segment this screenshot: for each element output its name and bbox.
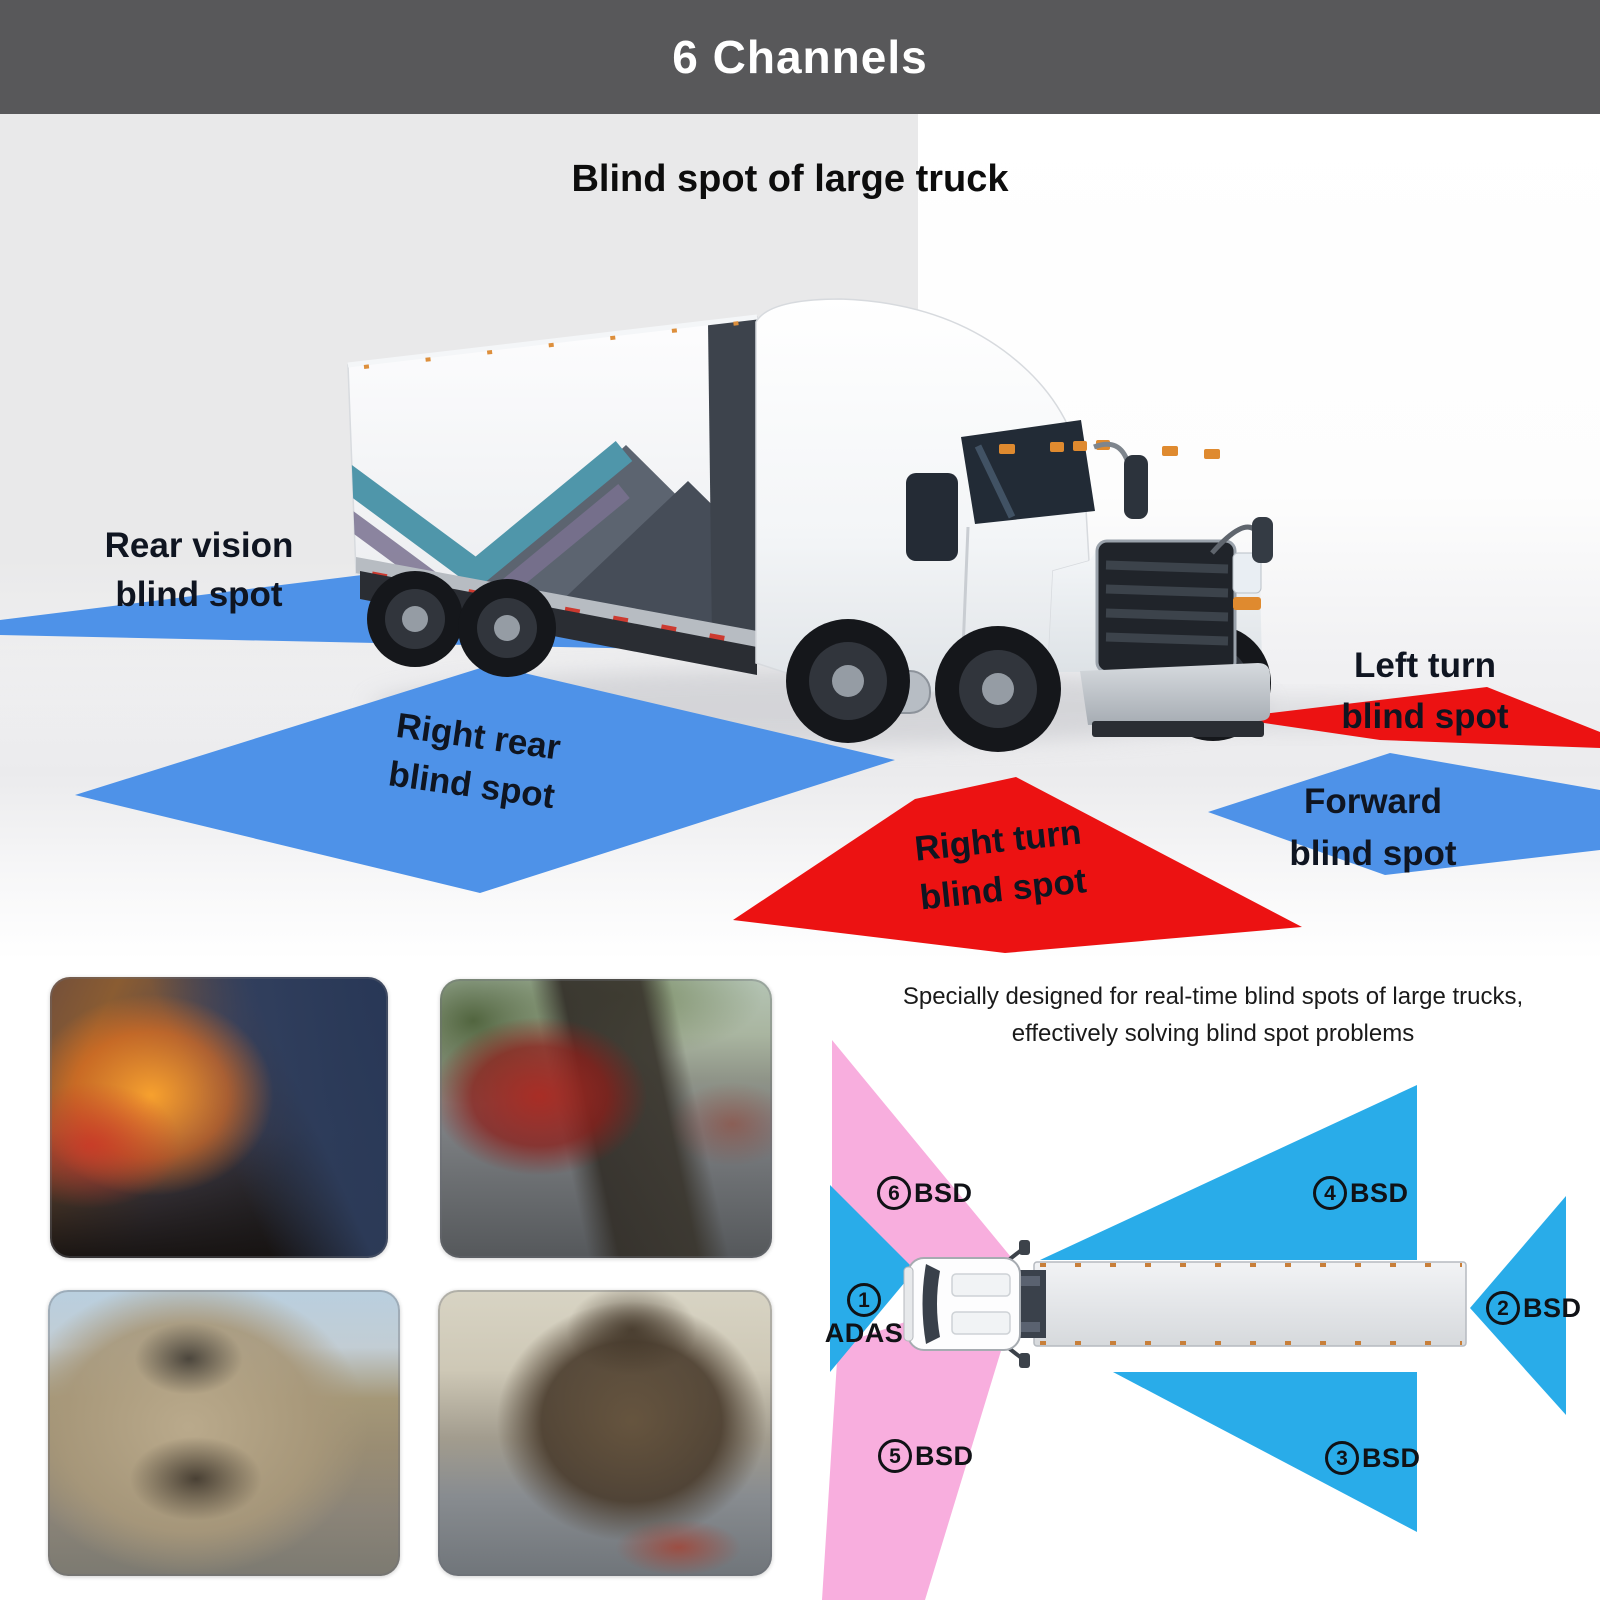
label-rear-vision-blind-spot: Rear vision blind spot <box>104 526 294 614</box>
channel-number-badge: 6 <box>877 1176 911 1210</box>
right-rear-blind-spot-zone <box>75 665 895 893</box>
diagram-truck-topview <box>903 1240 1467 1368</box>
cone-bsd-6 <box>832 1040 1020 1268</box>
channel-number-badge: 5 <box>878 1439 912 1473</box>
cone-adas-1 <box>830 1185 915 1372</box>
cone-bsd-4 <box>1040 1085 1417 1260</box>
channel-label-3-bsd: 3 BSD <box>1325 1441 1421 1475</box>
photo-truck-fire-collision <box>50 977 388 1258</box>
cone-bsd-3 <box>1113 1372 1417 1532</box>
truck-illustration <box>347 298 1273 752</box>
channel-label-5-bsd: 5 BSD <box>878 1439 974 1473</box>
grille <box>1095 539 1237 674</box>
header-bar: 6 Channels <box>0 0 1600 114</box>
fender-mirror <box>1252 517 1273 563</box>
scene-title: Blind spot of large truck <box>571 158 1009 200</box>
photo-dump-truck-accident <box>438 1290 772 1576</box>
left-turn-blind-spot-zone <box>1230 687 1600 748</box>
channel-label-2-bsd: 2 BSD <box>1486 1291 1582 1325</box>
forward-blind-spot-zone <box>1208 753 1600 875</box>
channel-label-4-bsd: 4 BSD <box>1313 1176 1409 1210</box>
channel-number-badge: 3 <box>1325 1441 1359 1475</box>
page-title: 6 Channels <box>672 31 928 83</box>
channel-label-6-bsd: 6 BSD <box>877 1176 973 1210</box>
bumper <box>1080 663 1270 725</box>
channel-number-badge: 4 <box>1313 1176 1347 1210</box>
cone-bsd-5 <box>822 1282 1022 1600</box>
channel-label-1-adas: 1 ADAS <box>824 1283 904 1349</box>
channel-number-badge: 1 <box>847 1283 881 1317</box>
photo-truck-front-collision <box>48 1290 400 1576</box>
diagram-caption: Specially designed for real-time blind s… <box>902 983 1524 1047</box>
right-turn-blind-spot-zone <box>733 777 1302 953</box>
photo-highway-truck-crash <box>440 979 772 1258</box>
blind-spot-scene <box>0 298 1600 953</box>
coverage-diagram <box>822 1040 1566 1600</box>
side-window <box>906 473 958 561</box>
label-left-turn-blind-spot: Left turn blind spot <box>1341 646 1509 736</box>
channel-number-badge: 2 <box>1486 1291 1520 1325</box>
side-mirror <box>1124 455 1148 519</box>
windshield <box>961 420 1095 524</box>
headlight <box>1232 552 1262 594</box>
label-forward-blind-spot: Forward blind spot <box>1289 782 1457 873</box>
